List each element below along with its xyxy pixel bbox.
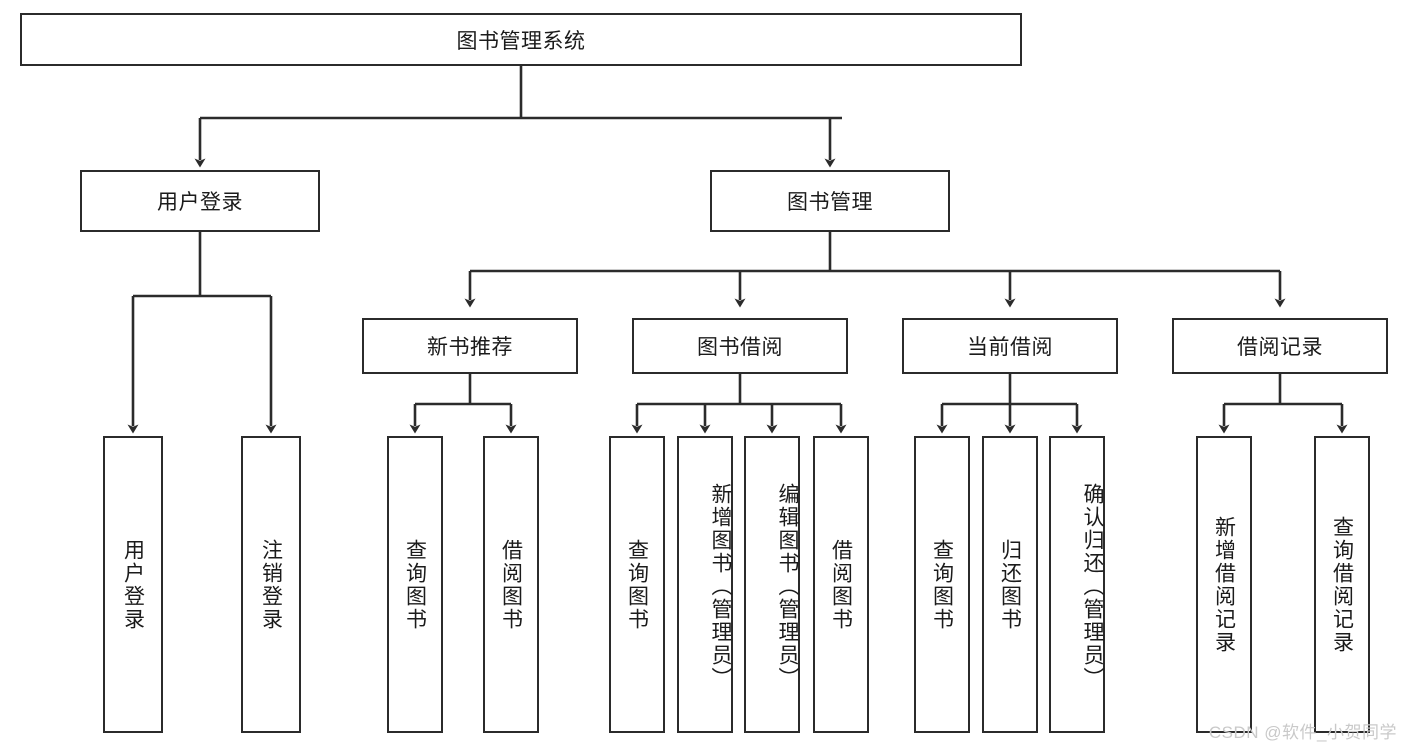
- node-leaf-query-book-1-label: 查询图书: [403, 538, 427, 631]
- node-leaf-logout-login-label: 注销登录: [259, 538, 283, 631]
- node-leaf-edit-book-label: 编辑图书（管理员）: [776, 483, 799, 690]
- node-leaf-borrow-book-1[interactable]: 借阅图书: [483, 436, 539, 733]
- node-book-borrow-label: 图书借阅: [697, 336, 783, 359]
- node-leaf-query-book-2[interactable]: 查询图书: [609, 436, 665, 733]
- node-book-manage-label: 图书管理: [787, 191, 873, 214]
- node-leaf-return-book[interactable]: 归还图书: [982, 436, 1038, 733]
- node-leaf-query-book-3[interactable]: 查询图书: [914, 436, 970, 733]
- node-leaf-query-book-2-label: 查询图书: [625, 538, 649, 631]
- node-leaf-add-book-label: 新增图书（管理员）: [709, 483, 732, 690]
- node-new-book-rec-label: 新书推荐: [427, 336, 513, 359]
- node-leaf-query-book-3-label: 查询图书: [930, 538, 954, 631]
- node-borrow-record-label: 借阅记录: [1237, 336, 1323, 359]
- node-leaf-borrow-book-2[interactable]: 借阅图书: [813, 436, 869, 733]
- node-leaf-borrow-book-2-label: 借阅图书: [829, 538, 853, 631]
- node-leaf-user-login-label: 用户登录: [121, 538, 145, 631]
- node-current-borrow-label: 当前借阅: [967, 336, 1053, 359]
- node-leaf-add-record-label: 新增借阅记录: [1212, 515, 1236, 654]
- node-leaf-edit-book[interactable]: 编辑图书（管理员）: [744, 436, 800, 733]
- node-user-login-label: 用户登录: [157, 191, 243, 214]
- node-new-book-rec[interactable]: 新书推荐: [362, 318, 578, 374]
- node-leaf-logout-login[interactable]: 注销登录: [241, 436, 301, 733]
- node-borrow-record[interactable]: 借阅记录: [1172, 318, 1388, 374]
- node-user-login[interactable]: 用户登录: [80, 170, 320, 232]
- node-leaf-borrow-book-1-label: 借阅图书: [499, 538, 523, 631]
- node-leaf-confirm-return[interactable]: 确认归还（管理员）: [1049, 436, 1105, 733]
- node-leaf-query-book-1[interactable]: 查询图书: [387, 436, 443, 733]
- node-root-label: 图书管理系统: [456, 29, 586, 53]
- node-leaf-add-record[interactable]: 新增借阅记录: [1196, 436, 1252, 733]
- node-root[interactable]: 图书管理系统: [20, 13, 1022, 66]
- node-leaf-user-login[interactable]: 用户登录: [103, 436, 163, 733]
- node-leaf-query-record-label: 查询借阅记录: [1330, 515, 1354, 654]
- node-leaf-confirm-return-label: 确认归还（管理员）: [1081, 483, 1104, 690]
- node-leaf-add-book[interactable]: 新增图书（管理员）: [677, 436, 733, 733]
- node-book-borrow[interactable]: 图书借阅: [632, 318, 848, 374]
- csdn-watermark: CSDN @软件_小贺同学: [1208, 723, 1397, 742]
- node-leaf-query-record[interactable]: 查询借阅记录: [1314, 436, 1370, 733]
- node-book-manage[interactable]: 图书管理: [710, 170, 950, 232]
- node-current-borrow[interactable]: 当前借阅: [902, 318, 1118, 374]
- node-leaf-return-book-label: 归还图书: [998, 538, 1022, 631]
